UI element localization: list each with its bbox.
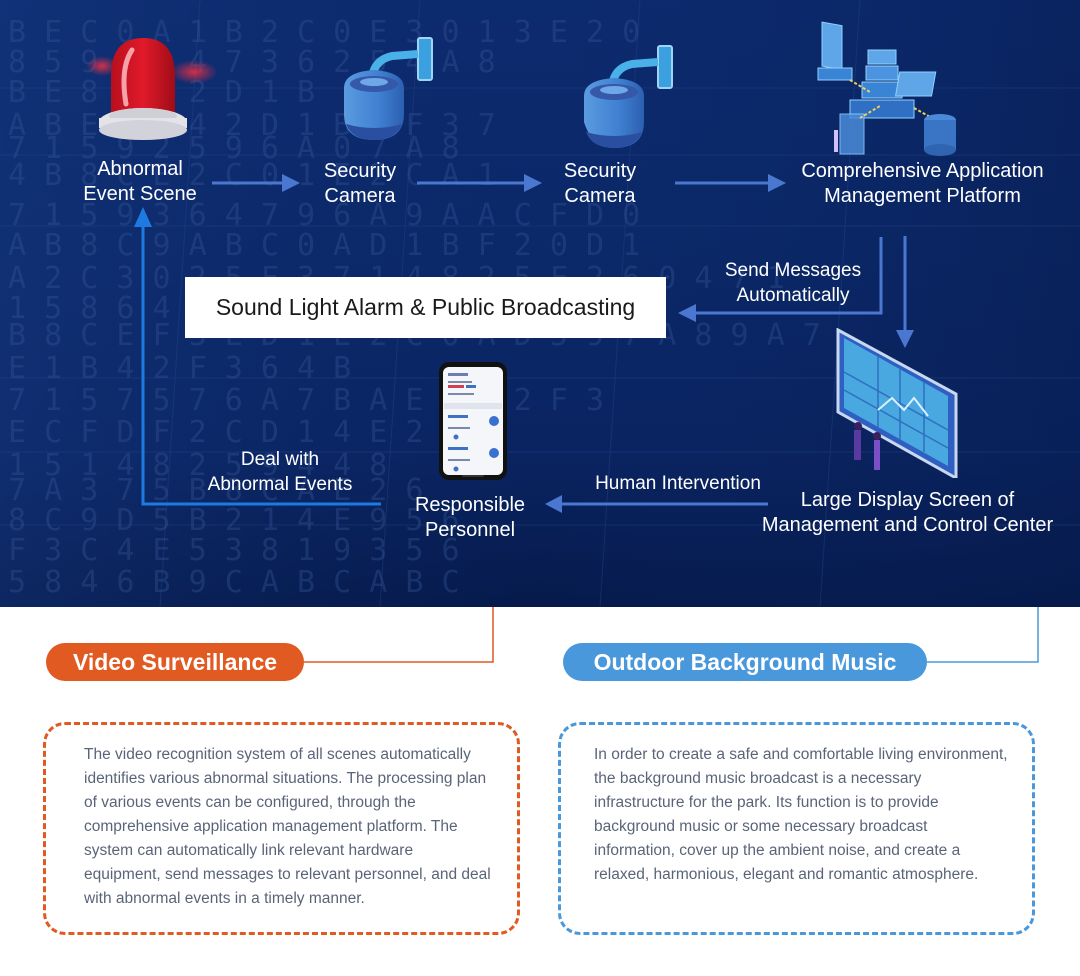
svg-text:1 5 1 4 8 2 5 9 4 4 8: 1 5 1 4 8 2 5 9 4 4 8 — [8, 448, 387, 483]
edge-label-deal-with-abnormal-events: Deal with Abnormal Events — [207, 449, 353, 495]
node-responsible-personnel: Responsible Personnel — [414, 494, 526, 541]
server-network-icon — [817, 21, 956, 156]
section-card-outdoor-background-music: In order to create a safe and comfortabl… — [558, 722, 1035, 935]
edge-label-send-messages: Send Messages Automatically — [724, 260, 862, 306]
arrow-head — [545, 495, 562, 513]
svg-text:E 1 B 4 2 F 3 6 4: E 1 B 4 2 F 3 6 4 B — [8, 351, 351, 386]
svg-text:E C F D F 2 C D 1 4 E: E C F D F 2 C D 1 4 E 2 6 — [8, 415, 460, 450]
node-management-platform: Comprehensive Application Management Pla… — [801, 160, 1044, 207]
arrow-head — [896, 330, 914, 348]
node-security-camera-1: Security Camera — [323, 160, 397, 207]
svg-text:7 A 3 7 5 B 8 C A E 2 6: 7 A 3 7 5 B 8 C A E 2 6 — [8, 473, 423, 508]
section-title-outdoor-background-music: Outdoor Background Music — [563, 643, 927, 681]
section-description: In order to create a safe and comfortabl… — [594, 746, 1008, 883]
connector-lines — [304, 607, 1039, 663]
svg-text:7 1 5 9 3 6 4 7 9 6 A 9 A: 7 1 5 9 3 6 4 7 9 6 A 9 A A C F D 0 — [8, 198, 640, 233]
smartphone-icon — [439, 362, 507, 480]
flow-arrows — [134, 174, 914, 513]
display-wall-icon — [836, 328, 958, 478]
alarm-light-icon — [86, 38, 216, 140]
security-camera-icon — [344, 37, 433, 140]
arrow-platform-to-broadcast — [690, 237, 883, 315]
connector-video-surveillance — [304, 607, 494, 663]
arrow-head — [524, 174, 542, 192]
svg-text:4 B 8 C E 2 C 0 1 E 2 C: 4 B 8 C E 2 C 0 1 E 2 C A 1 — [8, 158, 496, 193]
node-abnormal-event-scene: Abnormal Event Scene — [83, 158, 197, 205]
arrow-head — [768, 174, 786, 192]
node-large-display-screen: Large Display Screen of Management and C… — [761, 489, 1054, 536]
svg-text:8 C 9 D 5 B 2 1 4 E: 8 C 9 D 5 B 2 1 4 E 9 5 6 — [8, 503, 460, 538]
section-card-video-surveillance: The video recognition system of all scen… — [43, 722, 520, 935]
section-title-video-surveillance: Video Surveillance — [46, 643, 304, 681]
workflow-diagram: B E C 0 A 1 B 2 C 0 E 3 0 1 3 E 2 0 8 5 … — [0, 0, 1080, 607]
svg-text:A B E 2 E 4 2 D 1 B 5 F: A B E 2 E 4 2 D 1 B 5 F 3 7 — [8, 108, 496, 143]
svg-text:5 8 4 6 B 9 C A B C A B: 5 8 4 6 B 9 C A B C A B C — [8, 565, 460, 600]
svg-text:B E C 0 A 1 B 2 C 0 E 3 0: B E C 0 A 1 B 2 C 0 E 3 0 1 3 E 2 0 — [8, 15, 640, 50]
node-security-camera-2: Security Camera — [563, 160, 637, 207]
section-description: The video recognition system of all scen… — [84, 746, 491, 907]
arrow-head — [678, 304, 696, 322]
arrow-head — [282, 174, 300, 192]
node-sound-light-alarm-broadcasting: Sound Light Alarm & Public Broadcasting — [185, 277, 666, 338]
security-camera-icon — [584, 45, 673, 148]
svg-text:A B 8 C 9 A B C 0 A D 1: A B 8 C 9 A B C 0 A D 1 B F 2 0 D 1 — [8, 228, 640, 263]
arrow-head — [134, 207, 152, 227]
edge-label-human-intervention: Human Intervention — [595, 473, 761, 494]
connector-background-music — [927, 607, 1039, 663]
arrow-personnel-to-event — [141, 222, 381, 506]
svg-text:F 3 C 4 E 5 3 8 1 9 3: F 3 C 4 E 5 3 8 1 9 3 5 6 — [8, 533, 460, 568]
